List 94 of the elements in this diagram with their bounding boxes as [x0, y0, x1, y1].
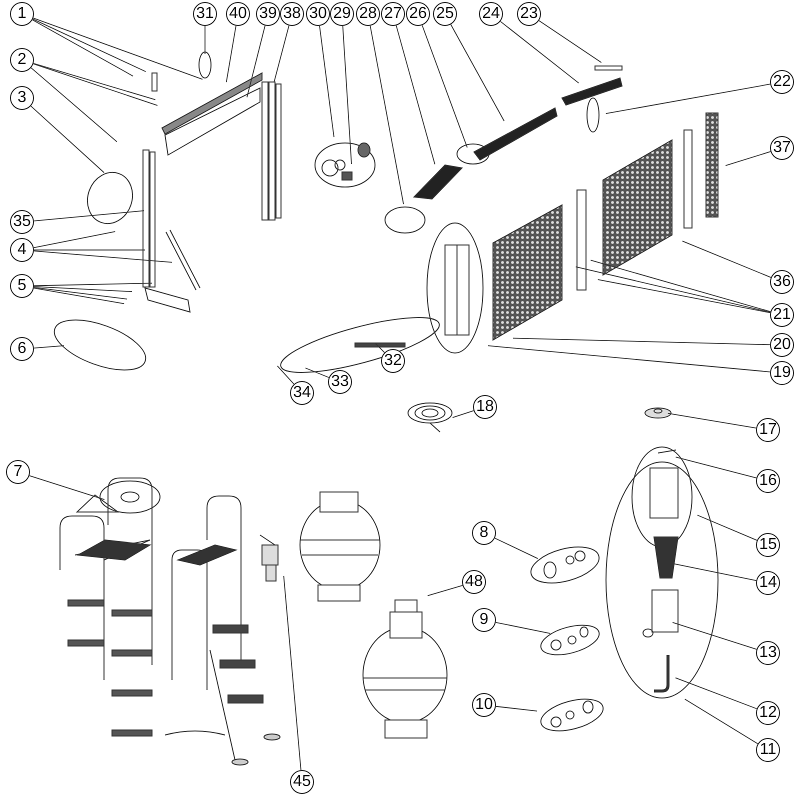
leader-line — [675, 456, 757, 478]
leader-line — [684, 698, 758, 744]
leader-line — [30, 67, 118, 142]
callout-number: 34 — [290, 381, 314, 405]
leader-line — [575, 266, 771, 313]
leader-line — [30, 106, 105, 174]
callout-number: 36 — [770, 270, 794, 294]
leader-line — [667, 412, 757, 428]
callout-number: 32 — [381, 349, 405, 373]
callout-number: 21 — [770, 303, 794, 327]
leader-line — [319, 25, 334, 138]
callout-number: 4 — [10, 238, 34, 262]
leader-line — [590, 260, 771, 312]
leader-line — [304, 368, 330, 378]
leader-line — [33, 288, 125, 304]
callout-number: 23 — [517, 2, 541, 26]
callout-number: 9 — [472, 608, 496, 632]
leader-line — [226, 25, 236, 83]
callout-number: 15 — [756, 533, 780, 557]
callout-number: 40 — [226, 2, 250, 26]
leader-line — [33, 62, 156, 100]
leader-line — [34, 282, 152, 286]
leader-line — [675, 677, 758, 710]
leader-line — [672, 622, 758, 650]
leader-line — [32, 19, 134, 77]
callout-number: 27 — [381, 2, 405, 26]
leader-line — [538, 20, 602, 63]
leader-line — [34, 345, 64, 348]
leader-line — [450, 24, 505, 122]
callout-number: 33 — [328, 370, 352, 394]
leader-line — [494, 538, 538, 560]
leader-line — [597, 279, 771, 314]
callout-number: 24 — [479, 2, 503, 26]
callout-number: 26 — [406, 2, 430, 26]
leader-line — [33, 231, 116, 248]
callout-number: 1 — [10, 2, 34, 26]
callout-number: 30 — [306, 2, 330, 26]
callout-number: 19 — [770, 361, 794, 385]
callout-number: 48 — [462, 570, 486, 594]
leader-line — [682, 240, 772, 278]
leader-line — [495, 622, 551, 634]
callout-number: 2 — [10, 48, 34, 72]
leader-line — [396, 25, 436, 165]
callout-number: 17 — [756, 418, 780, 442]
leader-line — [375, 343, 385, 353]
leader-line — [342, 26, 352, 164]
callout-number: 3 — [10, 86, 34, 110]
callout-number: 8 — [472, 521, 496, 545]
leader-line — [495, 706, 538, 712]
leader-line — [204, 26, 206, 54]
leader-line — [34, 210, 144, 222]
callout-number: 29 — [330, 2, 354, 26]
leader-line — [34, 250, 172, 263]
callout-number: 5 — [10, 274, 34, 298]
leader-line — [488, 345, 770, 372]
leader-line — [512, 338, 770, 346]
callout-number: 7 — [6, 460, 30, 484]
callout-number: 6 — [10, 337, 34, 361]
callout-number: 12 — [756, 701, 780, 725]
leader-line — [32, 18, 203, 80]
leader-line — [246, 25, 266, 98]
callout-number: 39 — [256, 2, 280, 26]
callout-number: 22 — [770, 70, 794, 94]
leader-line — [283, 576, 302, 770]
leader-line — [672, 563, 757, 582]
leader-line — [500, 20, 580, 84]
callout-number: 25 — [433, 2, 457, 26]
leader-line — [605, 84, 771, 114]
callout-number: 10 — [472, 693, 496, 717]
callout-number: 11 — [756, 738, 780, 762]
callout-number: 37 — [770, 136, 794, 160]
callout-number: 45 — [290, 770, 314, 794]
leader-line — [427, 584, 463, 596]
callout-number: 31 — [193, 2, 217, 26]
leader-line — [276, 365, 294, 385]
callout-number: 18 — [473, 395, 497, 419]
leader-line — [32, 18, 146, 72]
callout-number: 16 — [756, 469, 780, 493]
callout-number: 35 — [10, 210, 34, 234]
leader-line — [32, 63, 158, 106]
callout-number: 28 — [356, 2, 380, 26]
callout-number: 14 — [756, 571, 780, 595]
leader-line — [725, 151, 771, 166]
leader-line — [696, 514, 758, 541]
leader-line — [28, 475, 105, 500]
callout-number: 13 — [756, 641, 780, 665]
leader-line — [34, 286, 132, 292]
leader-line — [422, 24, 468, 148]
callout-number: 38 — [280, 2, 304, 26]
leader-line — [452, 410, 474, 418]
leader-line — [370, 25, 404, 205]
leader-line — [274, 25, 290, 83]
callout-number: 20 — [770, 333, 794, 357]
leader-line — [33, 287, 128, 300]
